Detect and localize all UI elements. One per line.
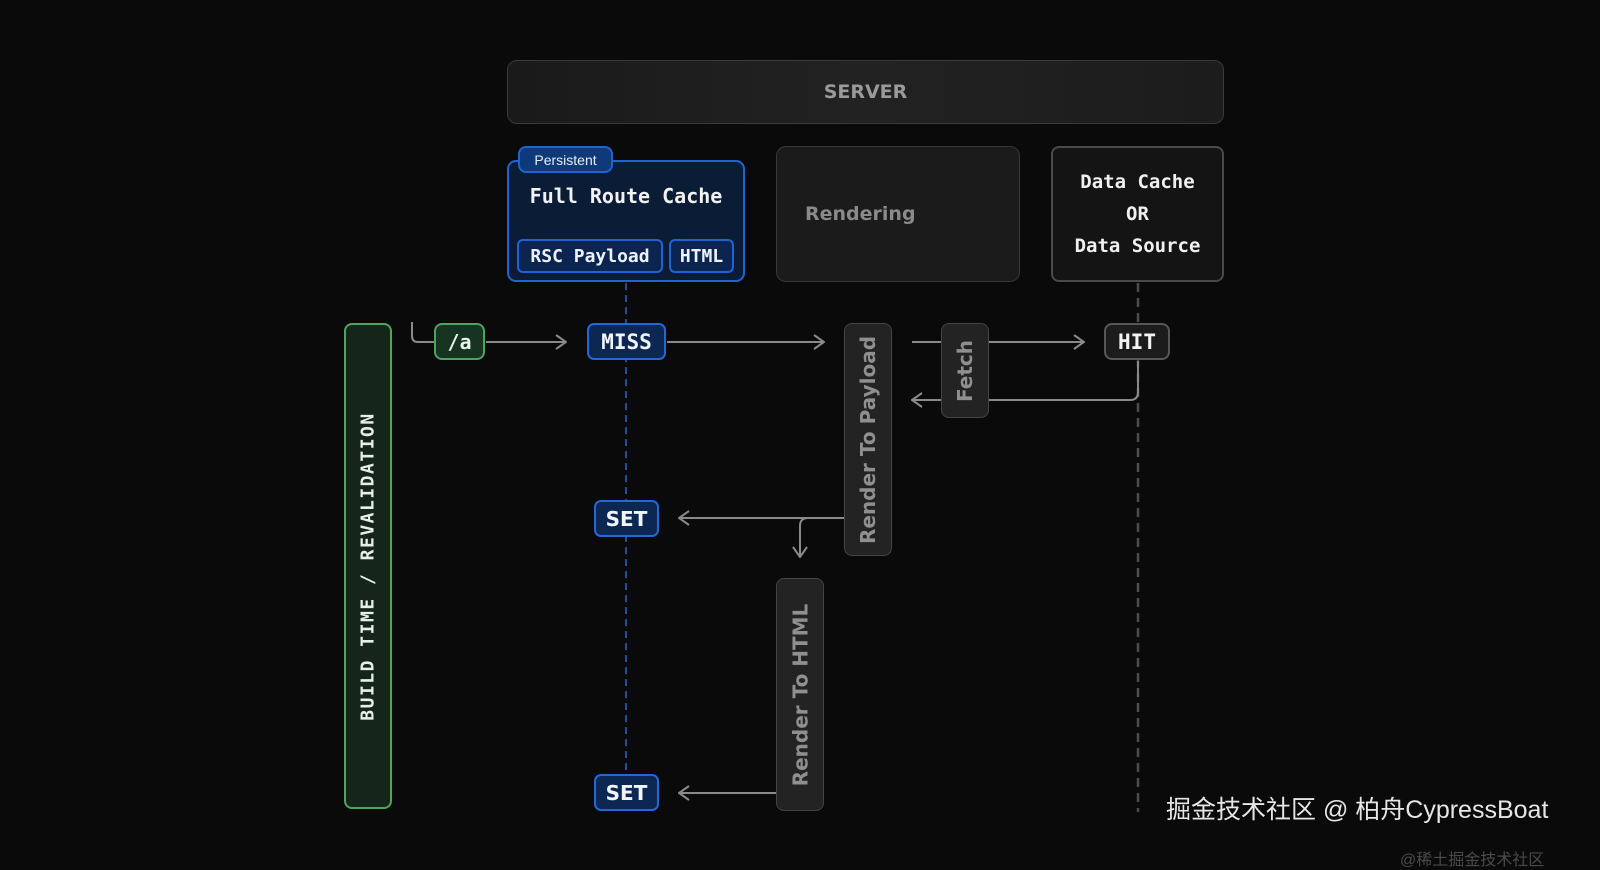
entry-line [411, 322, 434, 343]
render-to-payload-box: Render To Payload [844, 323, 892, 556]
hit-pill: HIT [1104, 323, 1170, 360]
rendering-label: Rendering [805, 203, 916, 225]
render-to-html-box: Render To HTML [776, 578, 824, 811]
build-time-label-wrap: BUILD TIME / REVALIDATION [344, 323, 392, 809]
render-to-html-label: Render To HTML [788, 603, 813, 786]
miss-pill: MISS [587, 323, 666, 360]
fetch-box: Fetch [941, 323, 989, 418]
fetch-label: Fetch [953, 339, 978, 402]
persistent-badge: Persistent [518, 146, 613, 173]
data-cache-box: Data Cache OR Data Source [1051, 146, 1224, 282]
build-time-bar [344, 323, 392, 809]
html-chip: HTML [669, 239, 734, 273]
arrow-branch-down [800, 517, 809, 557]
data-cache-line-1: Data Cache [1080, 171, 1195, 193]
data-cache-line-3: Data Source [1074, 235, 1201, 257]
full-route-cache-title: Full Route Cache [529, 184, 723, 208]
route-pill: /a [434, 323, 485, 360]
data-cache-line-2: OR [1126, 203, 1149, 225]
rendering-box: Rendering [776, 146, 1020, 282]
watermark: 掘金技术社区 @ 柏舟CypressBoat [1166, 796, 1549, 824]
render-to-payload-label: Render To Payload [856, 335, 881, 544]
arrow-hit-return [912, 361, 1139, 400]
watermark-sub: @稀土掘金技术社区 [1400, 852, 1545, 869]
server-label: SERVER [823, 81, 908, 103]
set-html-pill: SET [594, 774, 659, 811]
rsc-payload-chip: RSC Payload [517, 239, 663, 273]
server-header: SERVER [507, 60, 1224, 124]
build-time-label: BUILD TIME / REVALIDATION [357, 411, 379, 721]
set-payload-pill: SET [594, 500, 659, 537]
